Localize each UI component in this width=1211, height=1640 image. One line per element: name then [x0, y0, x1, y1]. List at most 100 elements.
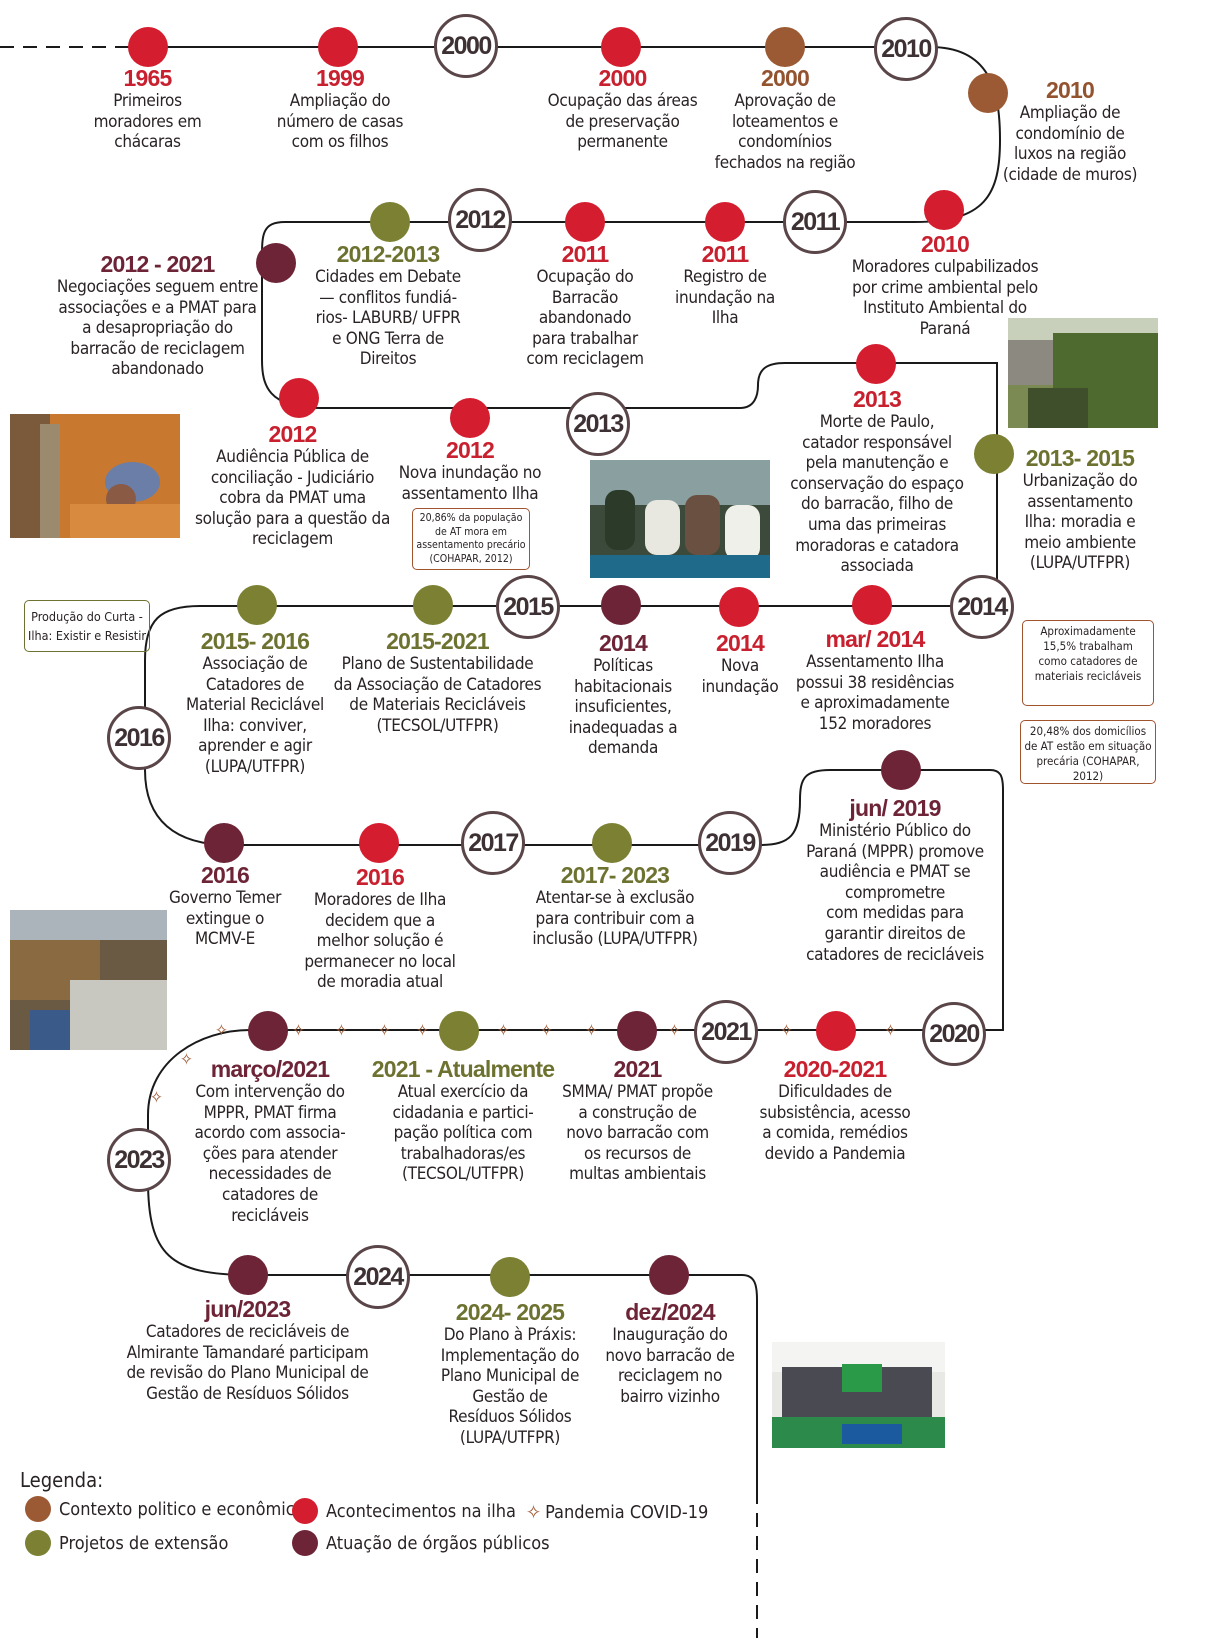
event-text: Ocupação do Barracão abandonado para tra…	[526, 267, 644, 370]
event-dez2024: dez/2024 Inauguração do novo barracão de…	[590, 1300, 750, 1407]
photo-river-house	[1008, 318, 1158, 428]
event-text: Dificuldades de subsistência, acesso a c…	[759, 1082, 911, 1164]
year-circle: 2017	[461, 811, 525, 875]
event-text: Nova inundação	[701, 656, 779, 697]
event-date: 2012	[446, 437, 495, 463]
star-icon: ✧	[180, 1050, 193, 1070]
event-mar2014: mar/ 2014 Assentamento Ilha possui 38 re…	[780, 627, 970, 734]
event-dot-dez2024	[649, 1255, 689, 1295]
year-circle: 2021	[694, 1000, 758, 1064]
legend-item-projetos: Projetos de extensão	[25, 1530, 228, 1556]
event-date: 2012 - 2021	[100, 251, 216, 277]
star-icon: ✧	[540, 1021, 553, 1041]
event-dot-2021-atual	[439, 1011, 479, 1051]
event-dot-2016a	[204, 823, 244, 863]
event-text: Plano de Sustentabilidade da Associação …	[333, 654, 542, 736]
event-jun2023: jun/2023 Catadores de recicláveis de Alm…	[115, 1297, 380, 1404]
year-circle: 2000	[434, 14, 498, 78]
event-date: 2016	[201, 862, 250, 888]
event-2017-2023: 2017- 2023 Atentar-se à exclusão para co…	[520, 863, 710, 950]
event-dot-2015-2021	[413, 585, 453, 625]
year-circle: 2015	[496, 575, 560, 639]
event-text: Morte de Paulo, catador responsável pela…	[790, 412, 964, 577]
year-circle: 2020	[922, 1002, 986, 1066]
event-dot-2012-2021	[256, 243, 296, 283]
event-text: Aprovação de loteamentos e condomínios f…	[714, 91, 856, 173]
event-date: 1965	[123, 65, 173, 91]
event-date: 2020-2021	[783, 1056, 888, 1082]
event-date: 2021	[613, 1056, 663, 1082]
event-2011b: 2011 Ocupação do Barracão abandonado par…	[515, 242, 655, 370]
legend-item-contexto: Contexto politico e econômico	[25, 1496, 305, 1522]
event-date: 2015- 2016	[200, 628, 310, 654]
event-text: Do Plano à Práxis: Implementação do Plan…	[440, 1325, 580, 1448]
star-icon: ✧	[150, 1088, 163, 1108]
legend-swatch	[25, 1530, 51, 1556]
event-text: Atentar-se à exclusão para contribuir co…	[532, 888, 698, 950]
legend-label: Contexto politico e econômico	[59, 1498, 305, 1520]
event-2011a: 2011 Registro de inundação na Ilha	[655, 242, 795, 329]
event-2021: 2021 SMMA/ PMAT propõe a construção de n…	[555, 1057, 720, 1185]
event-dot-2011b	[565, 202, 605, 242]
event-date: 2024- 2025	[455, 1299, 565, 1325]
event-dot-2016b	[359, 823, 399, 863]
event-dot-2015-2016	[237, 585, 277, 625]
legend-item-acontecimentos: Acontecimentos na ilha	[292, 1498, 516, 1524]
legend-swatch	[292, 1530, 318, 1556]
event-2020-2021: 2020-2021 Dificuldades de subsistência, …	[745, 1057, 925, 1164]
year-circle: 2011	[783, 190, 847, 254]
event-1999: 1999 Ampliação do número de casas com os…	[245, 66, 435, 153]
event-2000b: 2000 Aprovação de loteamentos e condomín…	[695, 66, 875, 173]
event-dot-2010b	[924, 190, 964, 230]
event-text: Nova inundação no assentamento Ilha	[398, 463, 542, 504]
event-text: Negociações seguem entre associações e a…	[56, 277, 259, 380]
statistic-note: Aproximadamente 15,5% trabalham como cat…	[1022, 620, 1154, 706]
event-text: Ampliação de condomínio de luxos na regi…	[1002, 103, 1138, 185]
star-icon: ✧	[416, 1021, 429, 1041]
event-text: Ocupação das áreas de preservação perman…	[547, 91, 698, 153]
event-2010a: 2010 Ampliação de condomínio de luxos na…	[995, 78, 1145, 185]
event-text: Primeiros moradores em chácaras	[93, 91, 202, 153]
event-2000a: 2000 Ocupação das áreas de preservação p…	[530, 66, 715, 153]
legend-swatch	[292, 1498, 318, 1524]
event-dot-2012-2013	[370, 202, 410, 242]
star-icon: ✧	[378, 1021, 391, 1041]
event-date: 2012-2013	[336, 241, 441, 267]
event-mar2021: março/2021 Com intervenção do MPPR, PMAT…	[180, 1057, 360, 1226]
event-text: Políticas habitacionais insuficientes, i…	[568, 656, 678, 759]
event-dot-jun2023	[228, 1255, 268, 1295]
legend-label: Acontecimentos na ilha	[326, 1500, 516, 1522]
legend-item-atuacao: Atuação de órgãos públicos	[292, 1530, 550, 1556]
photo-inauguration	[772, 1342, 945, 1448]
event-2013: 2013 Morte de Paulo, catador responsável…	[777, 387, 977, 577]
event-text: Registro de inundação na Ilha	[675, 267, 775, 329]
event-2012a: 2012 Audiência Pública de conciliação - …	[185, 422, 400, 550]
event-2015-2016: 2015- 2016 Associação de Catadores de Ma…	[180, 629, 330, 778]
event-dot-mar2014	[852, 585, 892, 625]
event-dot-2024-2025	[490, 1257, 530, 1297]
event-date: dez/2024	[625, 1299, 715, 1325]
event-date: 2013	[853, 386, 902, 412]
event-date: 2021 - Atualmente	[371, 1056, 555, 1082]
event-2016a: 2016 Governo Temer extingue o MCMV-E	[155, 863, 295, 950]
year-circle: 2012	[448, 188, 512, 252]
event-date: mar/ 2014	[825, 626, 926, 652]
event-dot-2010a	[968, 73, 1008, 113]
event-date: 2012	[268, 421, 318, 447]
event-text: Governo Temer extingue o MCMV-E	[168, 888, 282, 950]
star-icon: ✧	[335, 1021, 348, 1041]
event-text: Catadores de recicláveis de Almirante Ta…	[126, 1322, 369, 1404]
event-2015-2021: 2015-2021 Plano de Sustentabilidade da A…	[325, 629, 550, 736]
year-circle: 2014	[950, 575, 1014, 639]
event-date: 2014	[716, 630, 765, 656]
event-2013-2015: 2013- 2015 Urbanização do assentamento I…	[1010, 446, 1150, 574]
legend-label: Atuação de órgãos públicos	[326, 1532, 550, 1554]
event-2012-2013: 2012-2013 Cidades em Debate — conflitos …	[298, 242, 478, 370]
year-circle: 2010	[874, 17, 938, 81]
film-note: Produção do Curta - Ilha: Existir e Resi…	[24, 600, 150, 652]
event-date: 2011	[701, 241, 750, 267]
event-date: 2010	[1046, 77, 1095, 103]
event-text: Ampliação do número de casas com os filh…	[276, 91, 404, 153]
event-1965: 1965 Primeiros moradores em chácaras	[60, 66, 235, 153]
event-text: Atual exercício da cidadania e partici- …	[392, 1082, 534, 1185]
